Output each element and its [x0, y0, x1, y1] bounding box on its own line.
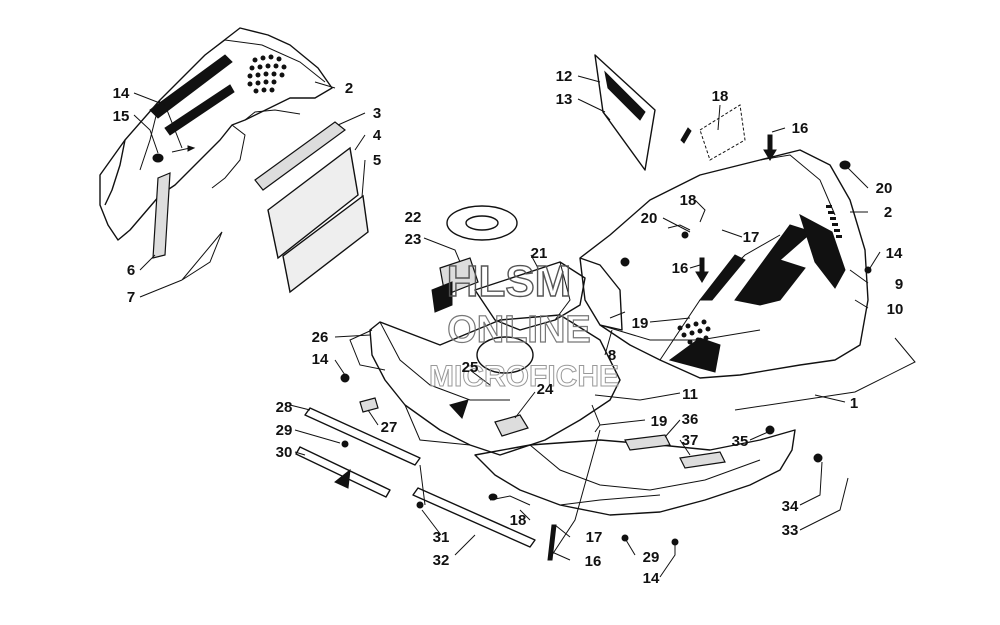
callout-19: 19 — [651, 413, 668, 430]
callout-19: 19 — [632, 315, 649, 332]
callout-36: 36 — [682, 411, 699, 428]
callout-16: 16 — [585, 553, 602, 570]
callout-28: 28 — [276, 399, 293, 416]
decal-part-7 — [181, 231, 223, 281]
clip-part-27 — [359, 397, 379, 413]
trim-part-8 — [579, 257, 623, 331]
belly-pan-part-25 — [369, 314, 621, 456]
trim-strip-part-28 — [304, 407, 421, 466]
hood-assembly-part-1 — [579, 149, 869, 379]
leader-lines — [133, 75, 881, 578]
callout-29: 29 — [276, 422, 293, 439]
callout-14: 14 — [312, 351, 329, 368]
callout-24: 24 — [537, 381, 554, 398]
callout-11: 11 — [682, 386, 698, 403]
fastener-bolts — [340, 134, 872, 561]
callout-33: 33 — [782, 522, 799, 539]
trim-strip-part-30 — [295, 446, 391, 498]
callout-15: 15 — [113, 108, 130, 125]
callout-labels: 14 15 2 3 4 5 6 7 12 13 18 16 20 2 14 9 … — [113, 68, 904, 587]
callout-4: 4 — [373, 127, 382, 144]
callout-17: 17 — [743, 229, 760, 246]
hood-vent-holes — [677, 319, 711, 345]
callout-1: 1 — [850, 395, 858, 412]
callout-18: 18 — [712, 88, 729, 105]
gasket-ring-part-22 — [446, 205, 518, 241]
console-part-21 — [474, 261, 586, 331]
callout-5: 5 — [373, 152, 381, 169]
callout-7: 7 — [127, 289, 135, 306]
watermark: HLSM ONLINE MICROFICHE — [429, 256, 620, 393]
foam-pad-part-4 — [267, 146, 359, 260]
watermark-line-2: ONLINE — [447, 309, 591, 351]
callout-37: 37 — [682, 432, 699, 449]
callout-17: 17 — [586, 529, 603, 546]
callout-13: 13 — [556, 91, 573, 108]
callout-2: 2 — [345, 80, 353, 97]
callout-27: 27 — [381, 419, 398, 436]
outline-bracket-part-1 — [734, 337, 916, 411]
callout-23: 23 — [405, 231, 422, 248]
callout-14: 14 — [886, 245, 903, 262]
rivet-part-15 — [152, 145, 196, 163]
trim-strip-part-32 — [412, 487, 536, 548]
foam-strip-part-3 — [254, 121, 346, 191]
callout-18: 18 — [510, 512, 527, 529]
callout-31: 31 — [433, 529, 450, 546]
side-panel-part-2-left — [99, 27, 333, 241]
callout-29: 29 — [643, 549, 660, 566]
callout-14: 14 — [643, 570, 660, 587]
callout-16: 16 — [792, 120, 809, 137]
bracket-part-24 — [494, 414, 529, 437]
callout-16: 16 — [672, 260, 689, 277]
vent-holes-left — [247, 54, 287, 94]
foam-pad-part-5 — [282, 194, 369, 294]
callout-18: 18 — [680, 192, 697, 209]
watermark-line-3: MICROFICHE — [429, 360, 619, 393]
callout-20: 20 — [641, 210, 658, 227]
callout-12: 12 — [556, 68, 573, 85]
callout-21: 21 — [531, 245, 548, 262]
callout-14: 14 — [113, 85, 130, 102]
callout-25: 25 — [462, 359, 479, 376]
callout-3: 3 — [373, 105, 381, 122]
bracket-part-18-top — [680, 104, 746, 161]
callout-22: 22 — [405, 209, 422, 226]
callout-30: 30 — [276, 444, 293, 461]
callout-2: 2 — [884, 204, 892, 221]
callout-6: 6 — [127, 262, 135, 279]
watermark-line-1: HLSM — [447, 257, 572, 306]
callout-8: 8 — [608, 347, 616, 364]
bracket-part-23 — [431, 257, 479, 313]
decal-part-37 — [679, 451, 726, 469]
callout-34: 34 — [782, 498, 799, 515]
callout-20: 20 — [876, 180, 893, 197]
decal-part-36 — [624, 434, 671, 451]
side-vent-holes-right — [826, 205, 842, 238]
callout-32: 32 — [433, 552, 450, 569]
trim-part-26 — [349, 329, 386, 371]
callout-26: 26 — [312, 329, 329, 346]
callout-35: 35 — [732, 433, 749, 450]
callout-10: 10 — [887, 301, 904, 318]
windshield-bracket-part-12 — [594, 54, 656, 171]
callout-9: 9 — [895, 276, 903, 293]
trim-strip-part-6 — [152, 172, 171, 259]
